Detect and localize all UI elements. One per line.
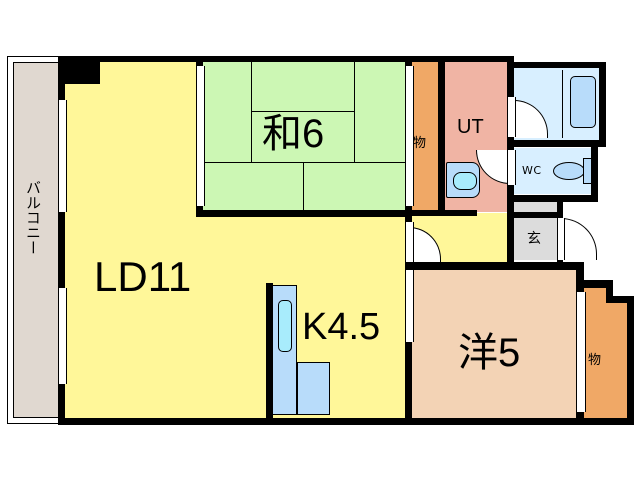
wall	[58, 418, 634, 425]
label-wc: WC	[522, 164, 542, 177]
washbasin-bowl-icon	[453, 172, 477, 190]
wall	[405, 210, 477, 216]
storage-2	[584, 288, 628, 418]
wall	[438, 56, 514, 62]
wall	[606, 296, 634, 303]
label-ut: UT	[457, 116, 484, 138]
door-wc[interactable]	[507, 150, 516, 185]
room-genkan	[513, 218, 557, 260]
room-washitsu	[203, 62, 409, 212]
door-yoshitsu[interactable]	[405, 270, 414, 342]
wall	[591, 140, 598, 202]
wall-corner	[60, 56, 100, 84]
storage-1	[412, 62, 438, 210]
wall	[576, 280, 611, 288]
entrance-door[interactable]	[561, 218, 597, 260]
wall	[599, 62, 606, 147]
label-genkan: 玄	[527, 231, 541, 247]
wall	[507, 212, 563, 218]
tatami-line	[303, 162, 304, 212]
label-storage-1: 物	[413, 136, 427, 151]
wall	[507, 62, 606, 68]
bathtub-basin-icon	[570, 76, 596, 128]
label-storage-2: 物	[588, 353, 602, 368]
fusuma-washitsu-left[interactable]	[196, 66, 205, 206]
door-ld-hall[interactable]	[405, 222, 414, 262]
tatami-line	[203, 162, 409, 163]
balcony-label: バルコニー	[24, 180, 42, 255]
door-bath[interactable]	[507, 97, 516, 137]
window-balcony-2[interactable]	[58, 288, 67, 384]
wall	[507, 195, 598, 202]
toilet-bowl-icon	[553, 162, 585, 180]
wall	[438, 56, 445, 216]
genkan-step	[513, 202, 557, 214]
label-washitsu: 和6	[262, 112, 325, 156]
kitchen-counter-2	[297, 362, 330, 415]
label-yoshitsu: 洋5	[458, 331, 521, 375]
kitchen-sink-icon	[278, 300, 292, 352]
label-ld: LD11	[94, 253, 192, 300]
wall	[266, 283, 273, 421]
wall	[627, 296, 634, 424]
fusuma-washitsu-right[interactable]	[405, 66, 414, 206]
tatami-line	[251, 62, 252, 162]
wall	[196, 56, 444, 62]
wall	[606, 280, 613, 302]
wall	[405, 262, 412, 422]
wall	[405, 262, 583, 270]
tatami-line	[251, 111, 354, 112]
wall	[58, 56, 65, 424]
closet-door-storage-2[interactable]	[576, 292, 586, 412]
wall	[507, 140, 606, 147]
wall	[60, 56, 200, 62]
entrance-door-frame[interactable]	[557, 218, 565, 260]
window-balcony-1[interactable]	[58, 100, 67, 212]
tatami-line	[354, 62, 355, 162]
wall	[196, 210, 412, 217]
balcony	[13, 62, 61, 418]
room-yoshitsu	[412, 270, 576, 418]
label-k: K4.5	[302, 306, 381, 348]
